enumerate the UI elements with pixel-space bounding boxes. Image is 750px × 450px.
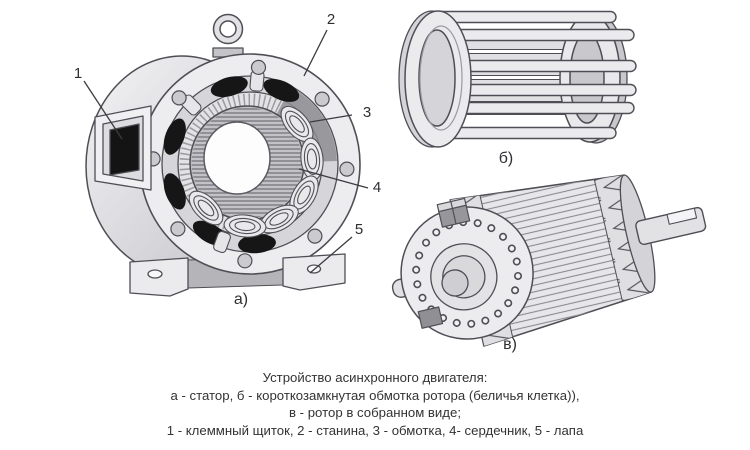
mounting-foot	[129, 253, 346, 297]
lifting-eye	[212, 13, 244, 58]
cage-left-depth	[419, 25, 463, 131]
callout-5: 5	[355, 221, 363, 238]
shaft-keyway	[666, 207, 698, 225]
callout-1: 1	[74, 65, 82, 82]
winding-coils	[188, 105, 324, 238]
caption-line-4: 1 - клеммный щиток, 2 - станина, 3 - обм…	[166, 422, 584, 438]
flange-bolts	[145, 59, 355, 269]
terminal-box	[94, 105, 152, 191]
caption-line-2: а - статор, б - короткозамкнутая обмотка…	[170, 387, 580, 403]
stator-figure: 1 2 3 4 5 а)	[74, 11, 381, 308]
bore-opening	[203, 121, 271, 195]
caption-block: Устройство асинхронного двигателя: а - с…	[0, 369, 750, 439]
balance-block-top	[436, 197, 471, 228]
rotor-assembly	[391, 168, 707, 347]
rotor-face-holes	[413, 219, 521, 327]
callout-2: 2	[327, 11, 335, 28]
callout-lines	[83, 29, 369, 274]
rotor-label: в)	[503, 336, 517, 353]
callout-3: 3	[363, 104, 371, 121]
stator-label: а)	[234, 291, 248, 308]
rotor-hub-stub	[441, 269, 469, 297]
rotor-figure: в)	[391, 168, 707, 353]
cage-label: б)	[499, 150, 514, 167]
caption-line-3: в - ротор в собранном виде;	[289, 405, 461, 421]
balance-block-bottom	[417, 306, 444, 329]
vent-openings	[163, 76, 300, 254]
caption-title: Устройство асинхронного двигателя:	[262, 370, 488, 385]
cage-figure: б)	[398, 10, 637, 167]
callout-4: 4	[373, 179, 381, 196]
